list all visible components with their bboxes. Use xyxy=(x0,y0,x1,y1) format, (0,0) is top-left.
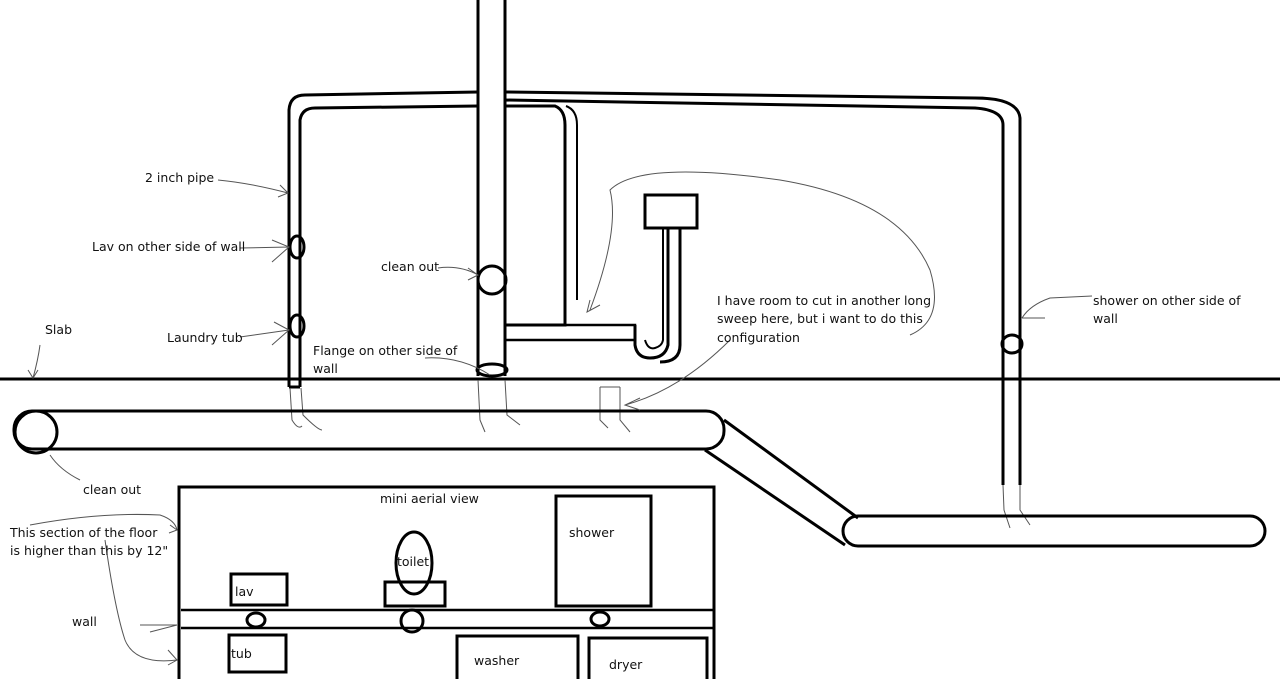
label-lav-other-side: Lav on other side of wall xyxy=(92,239,245,254)
label-wall: wall xyxy=(72,614,97,629)
top-horizontal-pipe xyxy=(504,90,1022,485)
label-clean-out-stack: clean out xyxy=(381,259,439,274)
diagonal-pipe xyxy=(704,418,859,547)
lav-connection-circle xyxy=(288,234,306,260)
toilet-label: toilet xyxy=(397,554,429,569)
lav-label: lav xyxy=(235,584,254,599)
aerial-title: mini aerial view xyxy=(380,491,479,506)
label-2-inch-pipe: 2 inch pipe xyxy=(145,170,214,185)
washer-label: washer xyxy=(474,653,520,668)
shower-label: shower xyxy=(569,525,615,540)
label-note-3: configuration xyxy=(717,330,800,345)
washer-box xyxy=(455,634,580,679)
wall-pipe-shower xyxy=(589,610,611,628)
label-flange-2: wall xyxy=(313,361,338,376)
aerial-view: mini aerial view lav toilet shower tub w… xyxy=(177,485,716,679)
bottom-cleanout-circle xyxy=(13,409,59,455)
label-note-2: sweep here, but i want to do this xyxy=(717,311,923,326)
label-note-1: I have room to cut in another long xyxy=(717,293,931,308)
wall-pipe-lav xyxy=(245,611,267,629)
shower-box xyxy=(554,494,653,608)
dryer-label: dryer xyxy=(609,657,643,672)
laundry-tub-connection-circle xyxy=(288,313,306,339)
label-shower-2: wall xyxy=(1093,311,1118,326)
flange-ellipse xyxy=(475,362,509,378)
toilet-flange-box xyxy=(643,193,699,230)
aerial-frame xyxy=(177,485,716,679)
underground-shower-pipe xyxy=(841,514,1267,548)
label-shower-1: shower on other side of xyxy=(1093,293,1241,308)
label-laundry-tub: Laundry tub xyxy=(167,330,243,345)
lav-box xyxy=(229,572,289,607)
label-floor-2: is higher than this by 12" xyxy=(10,543,168,558)
tub-box xyxy=(227,633,288,674)
main-stack-pipe xyxy=(476,0,507,376)
stack-cleanout-circle xyxy=(476,264,508,296)
annotation-leaders xyxy=(27,171,1093,666)
toilet-bowl xyxy=(394,530,434,596)
underground-main-pipe xyxy=(12,409,726,451)
dryer-box xyxy=(587,636,709,679)
wall-pipe-toilet xyxy=(399,608,425,634)
label-clean-out-bottom: clean out xyxy=(83,482,141,497)
label-flange-1: Flange on other side of xyxy=(313,343,458,358)
toilet-branch-pipe xyxy=(505,104,682,364)
toilet-tank xyxy=(383,580,447,608)
left-vent-pipe xyxy=(287,90,479,389)
shower-connection-circle xyxy=(1000,333,1024,355)
label-floor-1: This section of the floor xyxy=(9,525,158,540)
tub-label: tub xyxy=(231,646,252,661)
label-slab: Slab xyxy=(45,322,72,337)
below-slab-stubs xyxy=(289,379,1031,529)
